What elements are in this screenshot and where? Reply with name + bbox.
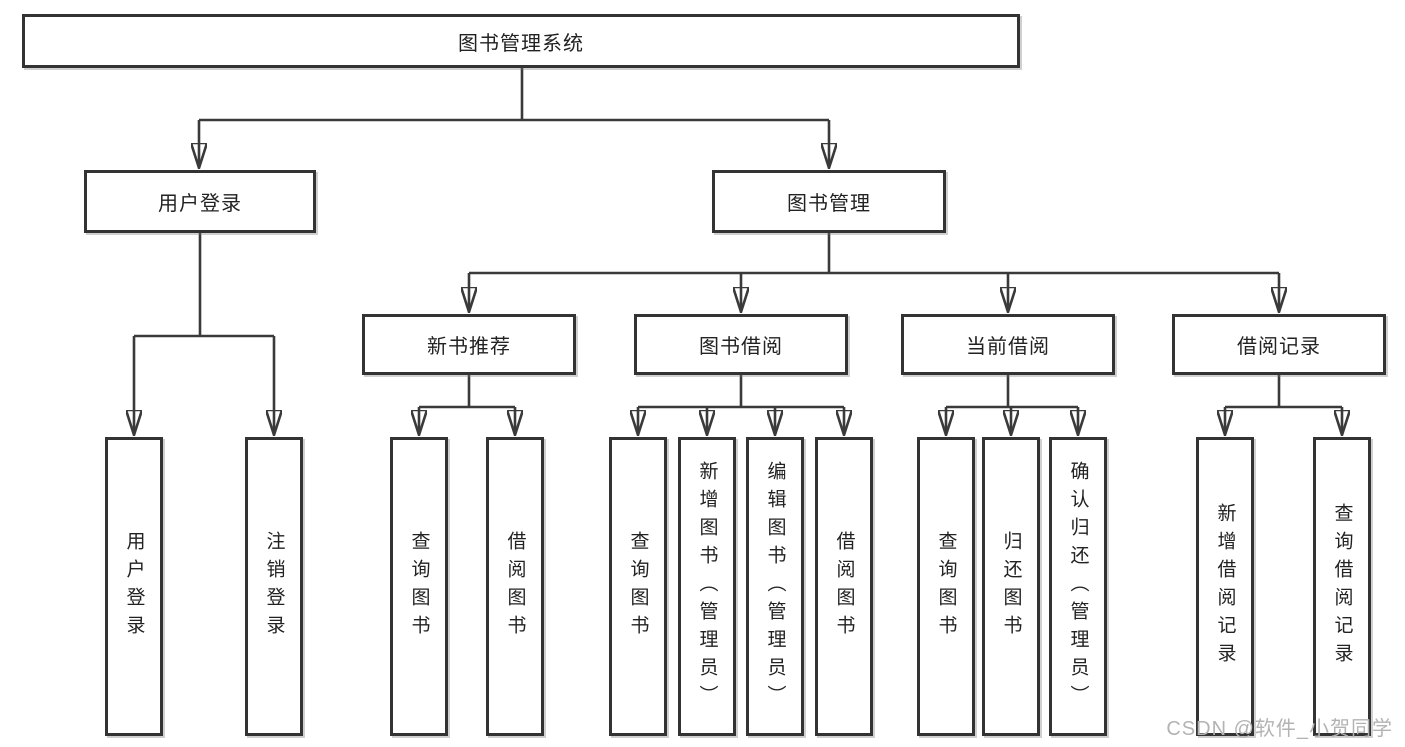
node-label: 查询图书 (627, 530, 649, 643)
leaf-return-book: 归还图书 (982, 437, 1040, 736)
node-book-borrow: 图书借阅 (634, 314, 848, 375)
leaf-confirm-return-admin: 确认归还（管理员） (1049, 437, 1107, 736)
leaf-query-borrow-record: 查询借阅记录 (1313, 437, 1371, 736)
leaf-query-book-borrow: 查询图书 (609, 437, 667, 736)
node-label: 图书管理 (787, 193, 871, 215)
leaf-borrow-book-recommend: 借阅图书 (486, 437, 544, 736)
leaf-logout: 注销登录 (245, 437, 303, 736)
node-current-borrow: 当前借阅 (901, 314, 1115, 375)
node-user-login: 用户登录 (84, 170, 316, 233)
node-label: 归还图书 (1000, 530, 1022, 643)
node-label: 图书借阅 (699, 336, 783, 358)
leaf-borrow-book: 借阅图书 (815, 437, 873, 736)
leaf-user-login: 用户登录 (105, 437, 163, 736)
leaf-query-book-recommend: 查询图书 (390, 437, 448, 736)
node-book-management: 图书管理 (712, 170, 946, 233)
leaf-add-book-admin: 新增图书（管理员） (678, 437, 736, 736)
node-label: 当前借阅 (966, 336, 1050, 358)
leaf-query-book-current: 查询图书 (917, 437, 975, 736)
leaf-edit-book-admin: 编辑图书（管理员） (746, 437, 804, 736)
leaf-add-borrow-record: 新增借阅记录 (1196, 437, 1254, 736)
node-label: 用户登录 (158, 193, 242, 215)
node-label: 注销登录 (263, 530, 285, 643)
node-label: 新书推荐 (427, 336, 511, 358)
node-label: 图书管理系统 (458, 32, 584, 55)
node-label: 查询图书 (935, 530, 957, 643)
node-library-management-system: 图书管理系统 (22, 14, 1020, 68)
node-label: 确认归还（管理员） (1067, 460, 1089, 713)
node-label: 编辑图书（管理员） (764, 460, 786, 713)
node-label: 借阅图书 (504, 530, 526, 643)
node-label: 查询借阅记录 (1331, 502, 1353, 671)
node-label: 借阅图书 (833, 530, 855, 643)
node-label: 新增借阅记录 (1214, 502, 1236, 671)
node-label: 新增图书（管理员） (696, 460, 718, 713)
node-label: 借阅记录 (1237, 336, 1321, 358)
node-borrow-records: 借阅记录 (1172, 314, 1386, 375)
node-label: 用户登录 (123, 530, 145, 643)
node-label: 查询图书 (408, 530, 430, 643)
node-new-book-recommend: 新书推荐 (362, 314, 576, 375)
csdn-watermark: CSDN @软件_小贺同学 (1166, 718, 1393, 740)
